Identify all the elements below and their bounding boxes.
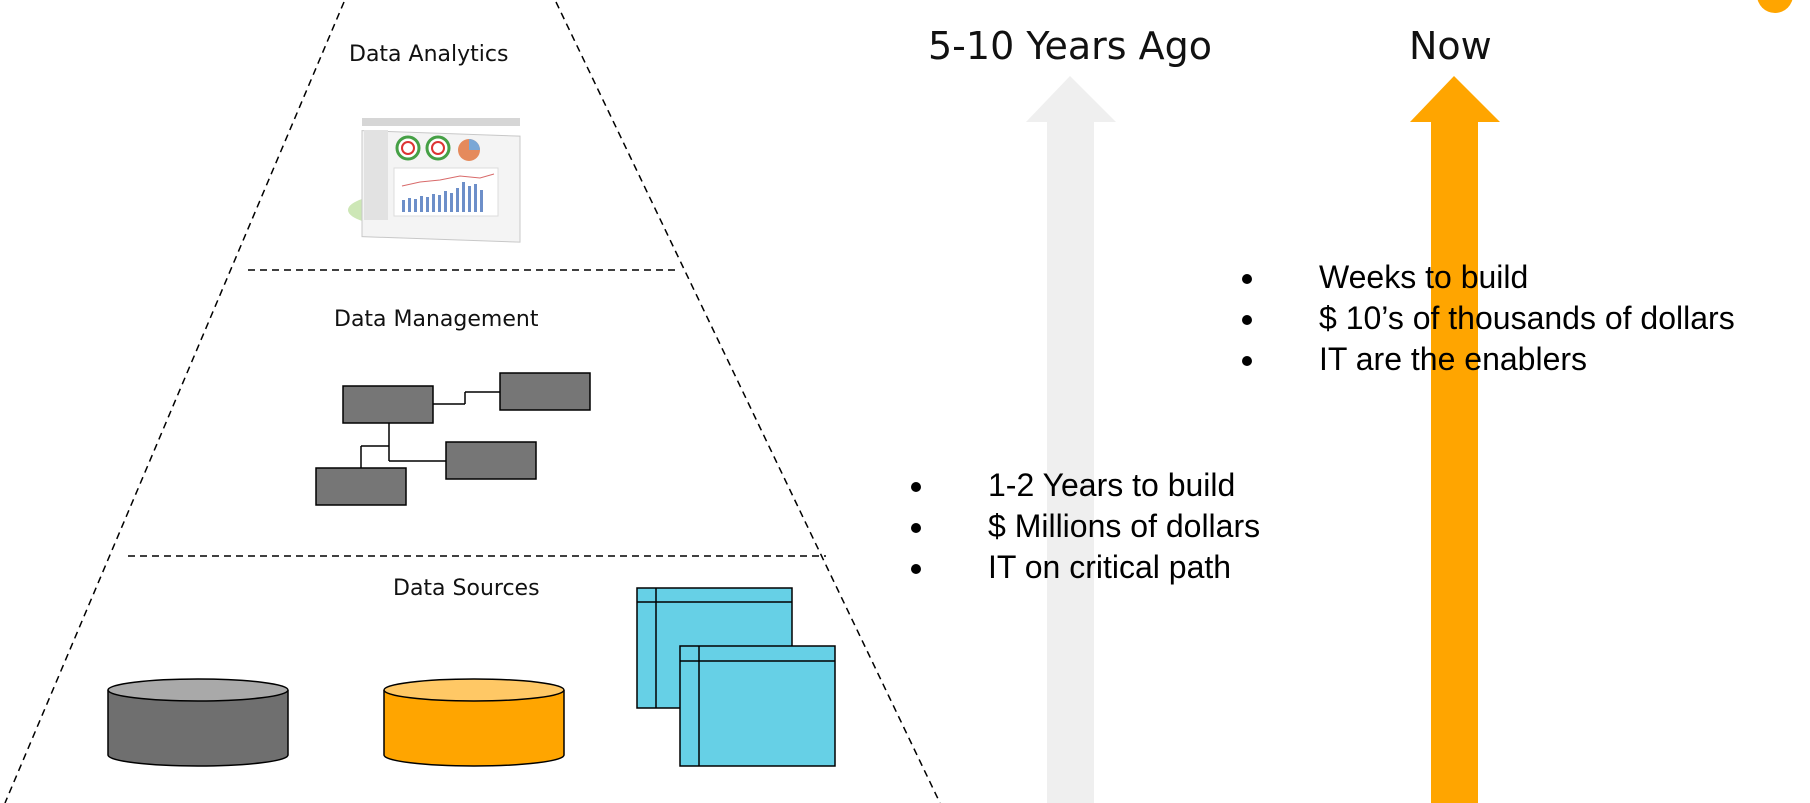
- list-item: $ Millions of dollars: [905, 506, 1260, 547]
- column-heading-now: Now: [1409, 24, 1492, 68]
- gray-database-icon: [107, 678, 289, 767]
- list-item: IT on critical path: [905, 547, 1260, 588]
- list-item: 1-2 Years to build: [905, 465, 1260, 506]
- pyramid-right-edge: [555, 1, 941, 803]
- list-item: Weeks to build: [1236, 257, 1735, 298]
- entity-box: [315, 467, 407, 506]
- column-heading-past: 5-10 Years Ago: [928, 24, 1213, 68]
- entity-box: [499, 372, 591, 411]
- now-bullet-list: Weeks to build $ 10’s of thousands of do…: [1236, 257, 1735, 380]
- pyramid-outline: [4, 1, 941, 803]
- now-arrow-head: [1410, 76, 1500, 122]
- list-item: IT are the enablers: [1236, 339, 1735, 380]
- layer-label-management: Data Management: [334, 307, 539, 332]
- pyramid-left-edge: [4, 1, 345, 803]
- spreadsheet-tables-icon: [636, 587, 836, 767]
- now-arrow: [1410, 76, 1500, 803]
- now-arrow-shaft: [1431, 121, 1478, 803]
- accent-circle: [1757, 0, 1793, 13]
- list-item: $ 10’s of thousands of dollars: [1236, 298, 1735, 339]
- dashboard-screenshot-icon: [348, 118, 521, 243]
- legacy-arrow-head: [1026, 76, 1116, 122]
- entity-box: [445, 441, 537, 480]
- entity-diagram-icon: [315, 372, 591, 506]
- legacy-arrow-shaft: [1047, 121, 1094, 803]
- entity-box: [342, 385, 434, 424]
- orange-database-icon: [383, 678, 565, 767]
- layer-label-sources: Data Sources: [393, 576, 540, 601]
- past-bullet-list: 1-2 Years to build $ Millions of dollars…: [905, 465, 1260, 588]
- legacy-arrow: [1026, 76, 1116, 803]
- layer-label-analytics: Data Analytics: [349, 42, 509, 67]
